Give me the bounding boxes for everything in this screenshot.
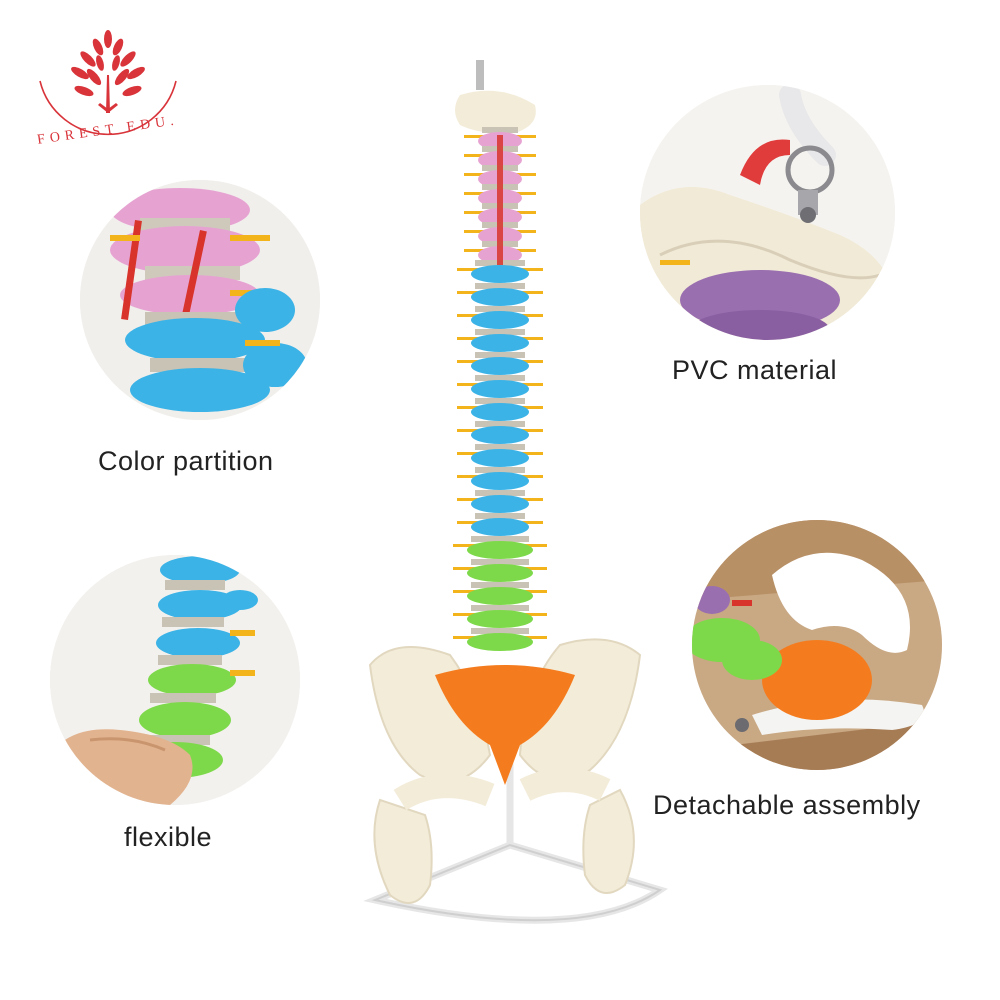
- vertebra: [471, 288, 529, 306]
- pvc-material-photo: [640, 85, 895, 340]
- detachable-assembly-photo: [692, 520, 942, 770]
- intervertebral-disc: [475, 329, 525, 335]
- intervertebral-disc: [475, 490, 525, 496]
- flexible-photo: [50, 555, 300, 805]
- brand-logo: FOREST EDU.: [28, 25, 188, 155]
- vertebra: [471, 472, 529, 490]
- vertebra: [471, 495, 529, 513]
- vertebra: [467, 541, 533, 559]
- intervertebral-disc: [475, 375, 525, 381]
- vertebra: [467, 587, 533, 605]
- intervertebral-disc: [475, 421, 525, 427]
- pvc-material-label: PVC material: [672, 355, 838, 385]
- vertebra: [471, 265, 529, 283]
- vertebra: [467, 564, 533, 582]
- detachable-assembly-label: Detachable assembly: [653, 790, 921, 820]
- intervertebral-disc: [471, 628, 529, 634]
- intervertebral-disc: [475, 398, 525, 404]
- intervertebral-disc: [475, 513, 525, 519]
- intervertebral-disc: [475, 283, 525, 289]
- vertebra: [467, 610, 533, 628]
- intervertebral-disc: [475, 352, 525, 358]
- intervertebral-disc: [475, 306, 525, 312]
- intervertebral-disc: [471, 582, 529, 588]
- vertebra: [471, 426, 529, 444]
- intervertebral-disc: [482, 127, 518, 133]
- vertebra: [467, 633, 533, 651]
- vertebra: [471, 334, 529, 352]
- intervertebral-disc: [475, 444, 525, 450]
- flexible-label: flexible: [124, 822, 213, 852]
- spine-model-photo: [340, 55, 670, 935]
- color-partition-label: Color partition: [98, 446, 274, 476]
- tree-logo-icon: [39, 30, 177, 136]
- intervertebral-disc: [471, 536, 529, 542]
- intervertebral-disc: [471, 605, 529, 611]
- vertebra: [471, 311, 529, 329]
- vertebral-artery: [497, 135, 503, 265]
- vertebra: [471, 449, 529, 467]
- vertebra: [471, 380, 529, 398]
- vertebra: [471, 518, 529, 536]
- intervertebral-disc: [471, 559, 529, 565]
- vertebra: [471, 403, 529, 421]
- color-partition-photo: [80, 180, 320, 420]
- vertebra: [471, 357, 529, 375]
- intervertebral-disc: [475, 467, 525, 473]
